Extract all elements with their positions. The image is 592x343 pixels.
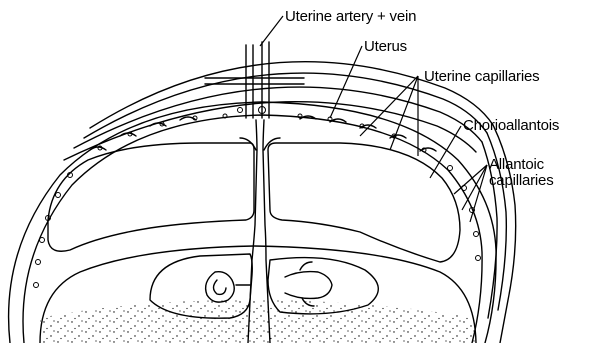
leader-chorio <box>430 126 461 178</box>
label-uterus: Uterus <box>364 39 407 54</box>
label-uterine-artery-vein: Uterine artery + vein <box>285 9 416 24</box>
uterine-wall-layer-3 <box>74 87 482 148</box>
embryo-curl <box>214 280 227 294</box>
leader-capill-1 <box>360 76 418 136</box>
label-allantoic-line1: Allantoic <box>489 157 554 173</box>
allantoic-cavity-left <box>48 143 254 251</box>
embryo-limb-1 <box>300 262 312 270</box>
leader-artery <box>260 16 283 46</box>
leader-allant-2 <box>462 165 487 210</box>
embryo-head <box>206 272 235 302</box>
label-allantoic-line2: capillaries <box>489 173 554 189</box>
embryo-body <box>285 272 332 299</box>
label-uterine-capillaries: Uterine capillaries <box>424 69 539 84</box>
allantoic-cavity-right <box>268 143 460 262</box>
leader-allant-3 <box>470 165 487 222</box>
leader-uterus <box>330 46 362 118</box>
label-allantoic-capillaries: Allantoic capillaries <box>489 157 554 189</box>
label-chorioallantois: Chorioallantois <box>463 118 559 133</box>
stippled-tissue <box>40 300 476 343</box>
